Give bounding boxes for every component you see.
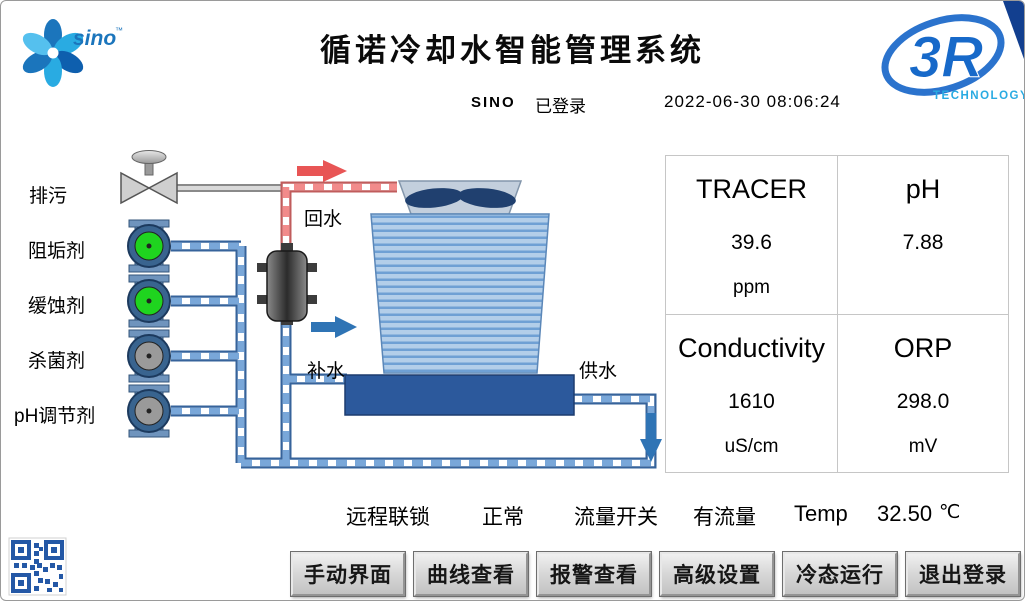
manual-screen-button[interactable]: 手动界面: [291, 552, 405, 596]
advanced-settings-button[interactable]: 高级设置: [660, 552, 774, 596]
heat-exchanger: [257, 243, 317, 325]
page-title: 循诺冷却水智能管理系统: [320, 33, 705, 68]
label-makeup-water: 补水: [307, 361, 346, 382]
nav-button-row: 手动界面 曲线查看 报警查看 高级设置 冷态运行 退出登录: [291, 552, 1020, 596]
remote-interlock-value: 正常: [482, 506, 524, 529]
reading-tracer: TRACER 39.6 ppm: [666, 156, 837, 314]
return-flow-arrow: [297, 160, 347, 182]
login-status: 已登录: [535, 97, 586, 116]
cooling-tower: [344, 180, 575, 416]
svg-text:™: ™: [115, 26, 123, 35]
reading-orp-value: 298.0: [896, 390, 950, 413]
pump-corrosion-inhibitor-status: [134, 286, 164, 316]
3r-logo: 3R TECHNOLOGY: [881, 1, 1024, 102]
temp-label: Temp: [794, 501, 848, 526]
pump-biocide: [127, 329, 171, 383]
datetime: 2022-06-30 08:06:24: [664, 92, 841, 111]
label-biocide: 杀菌剂: [28, 351, 86, 372]
reading-conductivity: Conductivity 1610 uS/cm: [666, 314, 837, 472]
remote-interlock-label: 远程联锁: [346, 506, 430, 529]
alarm-view-button[interactable]: 报警查看: [537, 552, 651, 596]
reading-tracer-value: 39.6: [731, 231, 772, 254]
temp-value: 32.50: [877, 501, 933, 526]
label-antiscalant: 阻垢剂: [28, 241, 86, 262]
reading-ph-name: pH: [905, 174, 941, 204]
reading-conductivity-value: 1610: [728, 390, 775, 413]
3r-swoosh-icon: [881, 14, 1005, 96]
pump-ph-adjuster: [127, 384, 171, 438]
svg-text:sino: sino: [73, 27, 116, 50]
supply-flow-arrow: [640, 413, 662, 462]
corner-wedge: [1003, 1, 1024, 59]
pump-corrosion-inhibitor: [127, 274, 171, 328]
tower-body: [370, 213, 550, 374]
fan-blade-right: [458, 188, 516, 208]
reading-orp-unit: mV: [908, 436, 938, 457]
reading-tracer-name: TRACER: [695, 174, 807, 204]
reading-conductivity-name: Conductivity: [677, 333, 826, 363]
tower-basin: [344, 374, 575, 416]
label-ph-adjuster: pH调节剂: [14, 406, 96, 427]
cooling-water-pipes: [171, 240, 657, 469]
fan-blade-left: [405, 188, 463, 208]
blowdown-valve-icon: [120, 150, 178, 205]
pump-antiscalant-status: [134, 231, 164, 261]
reading-ph-value: 7.88: [902, 231, 944, 254]
logout-button[interactable]: 退出登录: [906, 552, 1020, 596]
hx-outlet-arrow: [311, 316, 357, 338]
reading-orp-name: ORP: [893, 333, 953, 363]
3r-logo-text: 3R: [909, 25, 983, 90]
trend-view-button[interactable]: 曲线查看: [414, 552, 528, 596]
tower-fan-shroud: [397, 180, 523, 215]
label-return-water: 回水: [304, 209, 343, 230]
qr-code: [8, 537, 67, 596]
temp-unit: ℃: [939, 502, 961, 523]
cold-run-button[interactable]: 冷态运行: [783, 552, 897, 596]
pump-ph-adjuster-status: [134, 396, 164, 426]
logged-in-user: SINO: [471, 94, 516, 111]
pump-antiscalant: [127, 219, 171, 273]
label-supply-water: 供水: [579, 361, 618, 382]
sino-pinwheel-icon: [22, 19, 84, 87]
flow-switch-value: 有流量: [693, 506, 756, 529]
reading-orp: ORP 298.0 mV: [837, 314, 1008, 472]
sino-logo: sino ™: [22, 19, 123, 87]
readings-panel: TRACER 39.6 ppm pH 7.88 Conductivity 161…: [665, 155, 1009, 473]
reading-tracer-unit: ppm: [733, 277, 770, 298]
label-corrosion-inhibitor: 缓蚀剂: [28, 296, 86, 317]
pump-biocide-status: [134, 341, 164, 371]
label-blowdown: 排污: [29, 186, 68, 207]
reading-ph: pH 7.88: [837, 156, 1008, 314]
flow-switch-label: 流量开关: [574, 506, 658, 529]
reading-conductivity-unit: uS/cm: [724, 436, 779, 457]
3r-logo-subtext: TECHNOLOGY: [933, 90, 1024, 102]
